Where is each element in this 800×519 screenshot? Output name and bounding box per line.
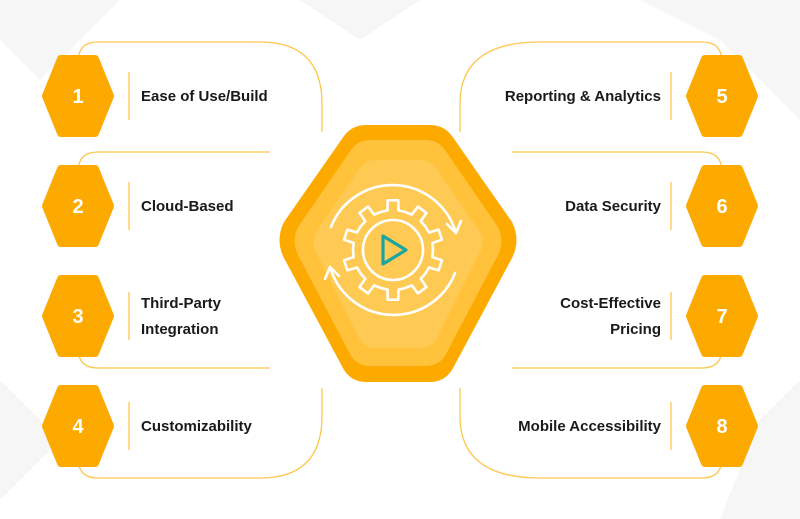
item-4-label-line: Customizability [141, 418, 252, 435]
number-text-8: 8 [716, 416, 727, 438]
item-6-label-line: Data Security [565, 198, 661, 215]
connector-4 [77, 388, 323, 479]
item-4-label: Customizability [141, 414, 252, 440]
number-badge-2: 2 [42, 165, 114, 247]
item-2-label-line: Cloud-Based [141, 198, 234, 215]
number-hexagon-4 [42, 385, 114, 467]
item-5-label-line: Reporting & Analytics [504, 88, 661, 105]
number-text-1: 1 [72, 86, 83, 108]
item-2-label: Cloud-Based [141, 194, 234, 220]
item-7-label-line-1: Cost-Effective [560, 295, 661, 312]
connector-5 [459, 41, 723, 132]
number-text-7: 7 [716, 306, 727, 328]
number-hexagon-3 [42, 275, 114, 357]
item-5-label: Reporting & Analytics [505, 84, 661, 110]
item-3-label-line-1: Third-Party [141, 295, 222, 312]
connector-2 [77, 151, 270, 180]
item-1-label-line: Ease of Use/Build [141, 88, 268, 105]
number-text-3: 3 [72, 306, 83, 328]
item-7-label-line-2: Pricing [610, 321, 661, 338]
number-hexagon-2 [42, 165, 114, 247]
number-hexagon-8 [686, 385, 758, 467]
item-7-label: Cost-Effective Pricing [560, 291, 661, 343]
number-text-4: 4 [72, 416, 84, 438]
item-6-label: Data Security [565, 194, 661, 220]
play-icon [381, 234, 408, 266]
number-hexagon-1 [42, 55, 114, 137]
number-hexagon-6 [686, 165, 758, 247]
item-3-label: Third-Party Integration [141, 291, 221, 343]
item-3-label-line-2: Integration [141, 321, 219, 338]
item-8-label-line: Mobile Accessibility [518, 418, 661, 435]
number-text-5: 5 [716, 86, 727, 108]
number-text-6: 6 [716, 196, 727, 218]
number-badge-5: 5 [686, 55, 758, 137]
number-hexagon-5 [686, 55, 758, 137]
item-8-label: Mobile Accessibility [518, 414, 661, 440]
number-badge-1: 1 [42, 55, 114, 137]
number-hexagons: 1 2 3 4 5 6 7 8 [42, 55, 758, 467]
connector-8 [459, 388, 723, 479]
connector-1 [77, 41, 323, 132]
number-text-2: 2 [72, 196, 83, 218]
connector-7 [512, 346, 723, 369]
number-badge-4: 4 [42, 385, 114, 467]
number-badge-6: 6 [686, 165, 758, 247]
gear-play-cycle-icon [323, 183, 463, 317]
number-badge-3: 3 [42, 275, 114, 357]
number-hexagon-7 [686, 275, 758, 357]
number-badge-8: 8 [686, 385, 758, 467]
connector-6 [512, 151, 723, 180]
item-1-label: Ease of Use/Build [141, 84, 268, 110]
number-badge-7: 7 [686, 275, 758, 357]
connector-3 [77, 346, 270, 369]
